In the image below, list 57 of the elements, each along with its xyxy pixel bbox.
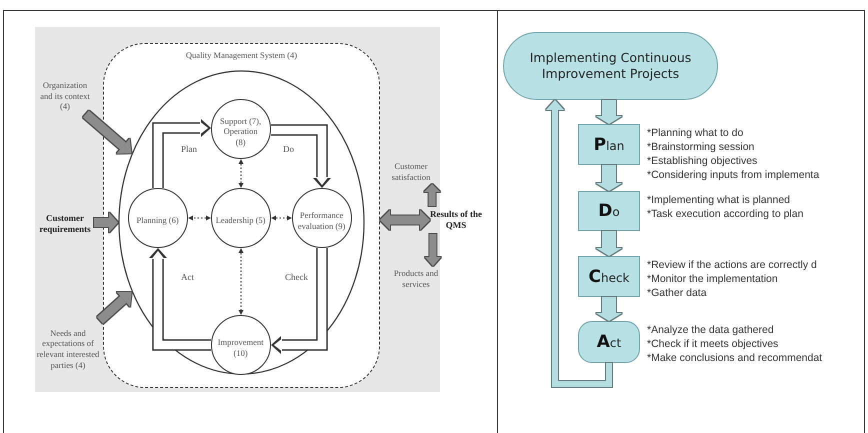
dotted-arrow — [238, 159, 244, 188]
note-text: *Establishing objectives — [647, 154, 758, 168]
node-label: Leadership (5) — [216, 215, 266, 226]
note-text: *Planning what to do — [647, 126, 744, 140]
edge-label: Plan — [180, 144, 198, 154]
boundary-heading: Quality Management System (4) — [186, 50, 298, 61]
dotted-arrow — [271, 216, 292, 220]
dotted-arrow — [188, 216, 211, 220]
note-text: *Review if the actions are correctly d — [647, 258, 817, 272]
block-arrow — [546, 100, 612, 387]
cycle-ellipse — [118, 70, 365, 375]
dotted-arrow — [238, 248, 244, 315]
block-arrow — [94, 212, 118, 232]
process-box — [578, 191, 640, 231]
node-label: Support (7), Operation (8) — [220, 116, 262, 148]
node-label: Implementing Continuous Improvement Projects — [528, 50, 692, 82]
node-label: Planning (6) — [136, 215, 179, 226]
label: Results of the QMS — [430, 208, 482, 232]
block-arrow — [596, 100, 622, 124]
node-label: Improvement (10) — [216, 336, 264, 358]
block-arrow — [149, 248, 211, 351]
block-arrow — [596, 231, 622, 256]
block-arrow — [82, 110, 132, 154]
node-label: Plan — [594, 134, 624, 154]
process-box — [578, 256, 640, 297]
block-arrow — [424, 234, 441, 266]
note-text: *Check if it meets objectives — [647, 337, 778, 351]
note-text: *Make conclusions and recommendat — [647, 351, 822, 365]
block-arrow — [596, 165, 622, 191]
label: Needs and expectations of relevant interested parties (4) — [36, 328, 100, 370]
note-text: *Task execution according to plan — [647, 207, 804, 221]
node-label: Do — [598, 201, 620, 221]
note-text: *Gather data — [647, 286, 707, 300]
block-arrow — [424, 184, 440, 206]
node-label: Act — [596, 332, 622, 352]
note-text: *Analyze the data gathered — [647, 323, 774, 337]
edge-label: Check — [284, 272, 309, 282]
note-text: *Monitor the implementation — [647, 272, 778, 286]
block-arrow — [271, 248, 328, 354]
block-arrow — [271, 124, 331, 188]
note-text: *Brainstorming session — [647, 140, 754, 154]
node-label: Performance evaluation (9) — [296, 210, 346, 232]
system-boundary — [103, 43, 380, 388]
note-text: *Considering inputs from implementa — [647, 168, 820, 182]
block-arrow — [596, 297, 622, 321]
node-label: Check — [588, 266, 630, 286]
edge-label: Act — [180, 272, 195, 282]
note-text: *Implementing what is planned — [647, 193, 790, 207]
edge-label: Do — [282, 144, 295, 154]
process-box — [578, 124, 640, 165]
block-arrow — [380, 210, 430, 230]
block-arrow — [152, 119, 211, 188]
process-box — [578, 321, 640, 363]
label: Customer requirements — [38, 212, 92, 236]
label: Customer satisfaction — [390, 161, 432, 183]
label: Products and services — [392, 268, 440, 290]
label: Organization and its context (4) — [39, 80, 91, 112]
